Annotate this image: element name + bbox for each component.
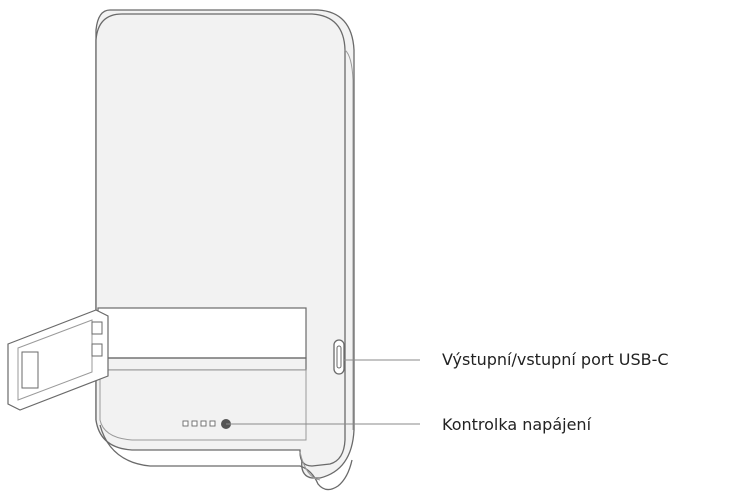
device-bottom-lip (299, 451, 321, 481)
stand-recess (97, 307, 307, 359)
power-indicator-led (209, 420, 216, 427)
device-side-wall (344, 49, 354, 430)
usb-c-port (333, 339, 345, 375)
stand-recess-bottom-panel (99, 369, 307, 441)
power-indicator-led (182, 420, 189, 427)
power-indicator-led (200, 420, 207, 427)
callout-usb-c-port: Výstupní/vstupní port USB-C (442, 350, 669, 369)
power-indicator-led (191, 420, 198, 427)
power-indicator-leds (182, 420, 216, 427)
stand-flap-window (21, 351, 39, 389)
stand-hinge (91, 321, 103, 357)
callout-power-indicator: Kontrolka napájení (442, 415, 592, 434)
stand-flap-inner (17, 319, 93, 401)
usb-c-port-inner (336, 345, 342, 369)
device-bottom-edge (99, 424, 353, 491)
